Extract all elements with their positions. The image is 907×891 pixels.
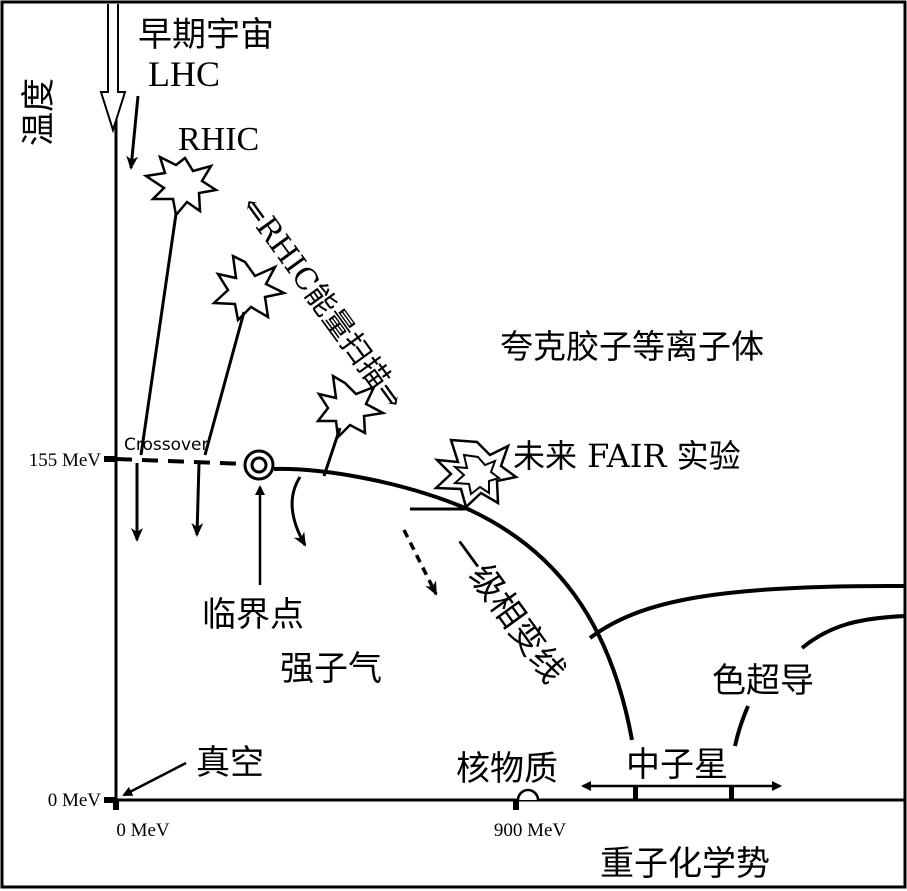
y-tick-155 <box>104 456 116 462</box>
x-axis-label: 重子化学势 <box>600 844 770 884</box>
y-tick-label-155: 155 MeV <box>29 450 102 471</box>
fair-label: 未来 FAIR 实验 <box>513 437 741 475</box>
crossover-line <box>115 457 247 466</box>
neutron-star-tick-2 <box>729 786 734 800</box>
collision-star-1 <box>142 154 220 218</box>
neutron-star-tick-1 <box>633 786 638 800</box>
trajectory-3 <box>322 427 342 477</box>
vacuum-label: 真空 <box>196 743 264 783</box>
color-sc-label: 色超导 <box>712 661 814 701</box>
qgp-label: 夸克胶子等离子体 <box>500 327 764 366</box>
first-order-label: 一级相变线 <box>441 530 573 691</box>
nuclear-matter-label: 核物质 <box>456 749 558 789</box>
y-tick-0 <box>104 797 116 803</box>
nuclear-matter-marker <box>516 788 540 801</box>
neutron-star-label: 中子星 <box>626 745 728 785</box>
x-tick-label-0: 0 MeV <box>116 820 170 841</box>
early-universe-arrow <box>99 4 127 134</box>
critical-point-label: 临界点 <box>202 595 304 635</box>
rhic-label: RHIC <box>178 121 259 158</box>
color-sc-boundary-lower <box>800 614 906 650</box>
x-tick-label-900: 900 MeV <box>494 820 567 841</box>
first-order-transition-curve <box>273 466 634 741</box>
down-arrow-3 <box>290 476 307 547</box>
first-order-dashed-arrow <box>402 529 438 596</box>
crossover-label: Crossover <box>124 435 209 455</box>
y-axis-label: 温度 <box>19 78 59 146</box>
color-sc-boundary-tail <box>733 705 750 747</box>
trajectory-2 <box>203 311 246 456</box>
hadron-gas-label: 强子气 <box>280 649 382 689</box>
lhc-label: LHC <box>148 54 220 94</box>
early-universe-label: 早期宇宙 <box>138 15 274 55</box>
collision-star-3 <box>315 373 387 440</box>
critical-point-inner <box>250 456 268 474</box>
x-tick-900 <box>513 800 519 810</box>
lhc-arrow <box>126 95 140 170</box>
y-tick-label-0: 0 MeV <box>48 790 102 811</box>
down-arrow-2 <box>191 462 204 537</box>
fair-star-inner <box>452 453 502 496</box>
color-sc-boundary-upper <box>588 583 906 640</box>
trajectory-1 <box>139 213 178 456</box>
vacuum-arrow <box>122 761 187 797</box>
x-tick-0 <box>113 800 119 810</box>
